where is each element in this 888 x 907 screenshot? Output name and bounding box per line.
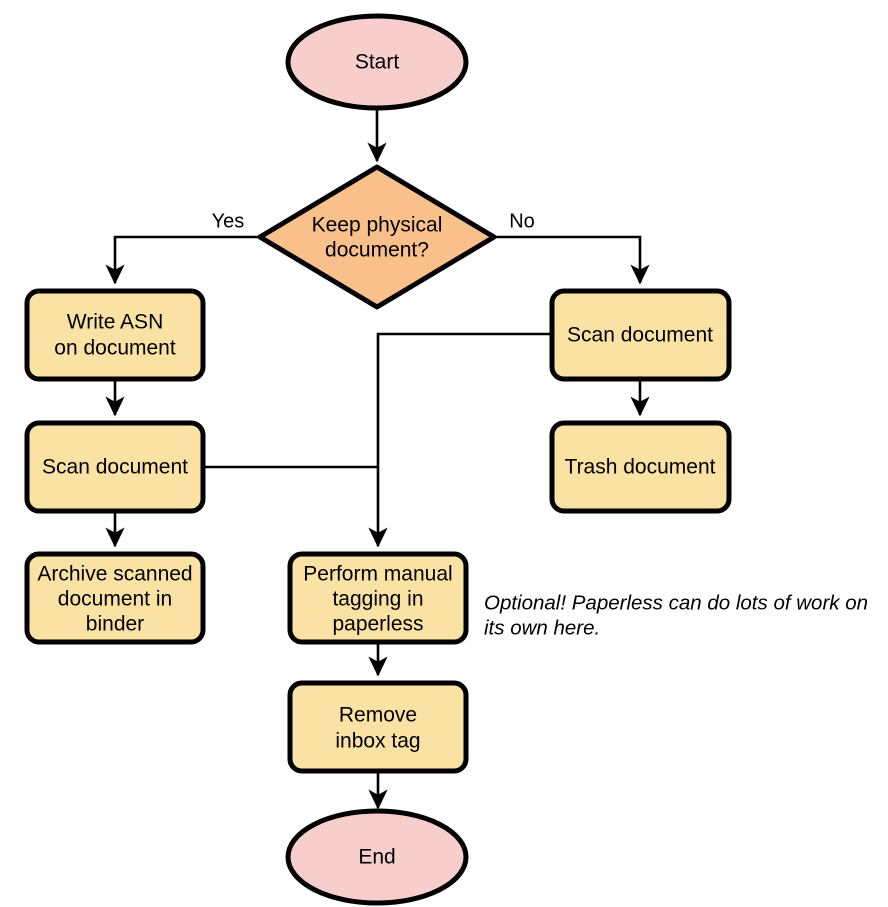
edge-label-no: No [509,210,535,232]
archive-label-line1: Archive scanned [37,563,192,586]
remove-inbox-tag-rect[interactable] [287,680,469,774]
end-label: End [358,846,395,869]
write-asn-label-line1: Write ASN [67,311,163,334]
scan-document-right-label: Scan document [567,324,713,347]
start-label: Start [355,51,400,74]
node-archive-scanned-document[interactable]: Archive scanned document in binder [24,551,206,645]
trash-document-label: Trash document [565,456,716,479]
optional-note-line1: Optional! Paperless can do lots of work … [484,591,868,614]
node-perform-manual-tagging[interactable]: Perform manual tagging in paperless [287,551,469,645]
node-trash-document[interactable]: Trash document [549,420,732,514]
node-end[interactable]: End [285,808,469,906]
scan-document-left-rect[interactable] [24,420,206,514]
scan-document-left-label: Scan document [42,456,188,479]
annotation-optional-note: Optional! Paperless can do lots of work … [484,591,868,639]
archive-label-line2: document in [58,588,172,611]
edges-layer [105,108,650,810]
decision-diamond[interactable] [257,164,497,310]
remove-inbox-tag-label-line2: inbox tag [335,730,420,753]
trash-document-rect[interactable] [549,420,732,514]
write-asn-rect[interactable] [24,288,206,382]
node-decision-keep-physical-document[interactable]: Keep physical document? [257,164,497,310]
edge-decision-no-to-scan-right [494,235,650,285]
decision-label-line1: Keep physical [312,214,443,237]
node-start[interactable]: Start [285,13,469,111]
edge-label-yes: Yes [212,210,245,232]
archive-label-line3: binder [86,613,144,636]
scan-document-right-rect[interactable] [549,288,732,382]
write-asn-label-line2: on document [54,337,176,360]
tagging-label-line3: paperless [332,613,423,636]
node-scan-document-right[interactable]: Scan document [549,288,732,382]
node-scan-document-left[interactable]: Scan document [24,420,206,514]
end-ellipse[interactable] [285,808,469,906]
tagging-label-line1: Perform manual [303,563,452,586]
edge-labels-layer: Yes No [212,210,535,232]
edge-decision-yes-to-write-asn [105,235,260,285]
remove-inbox-tag-label-line1: Remove [339,704,417,727]
archive-rect[interactable] [24,551,206,645]
edge-scan-right-to-tagging [368,332,552,548]
node-write-asn[interactable]: Write ASN on document [24,288,206,382]
optional-note-line2: its own here. [484,616,600,639]
node-remove-inbox-tag[interactable]: Remove inbox tag [287,680,469,774]
start-ellipse[interactable] [285,13,469,111]
tagging-label-line2: tagging in [332,588,423,611]
decision-label-line2: document? [325,239,429,262]
tagging-rect[interactable] [287,551,469,645]
